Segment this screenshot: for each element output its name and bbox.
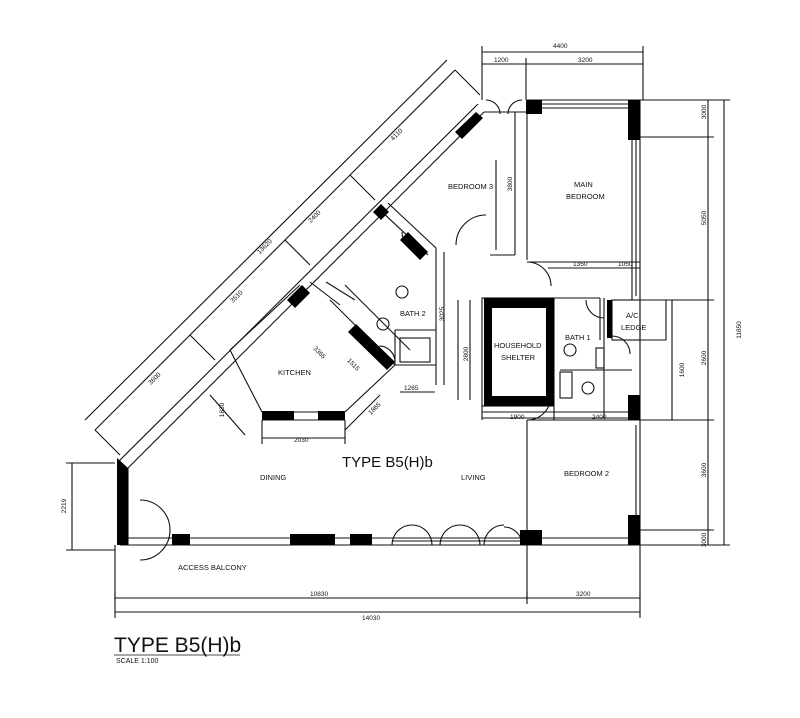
dim-top-total: 4400 [553, 43, 568, 50]
dim-right-3600: 3600 [701, 462, 708, 477]
dim-1265: 1265 [404, 385, 419, 392]
plan-type-label: TYPE B5(H)b [342, 454, 433, 471]
dim-right-2600: 2600 [701, 350, 708, 365]
plan-wall-fills [117, 100, 640, 545]
room-ac-ledge-line2: LEDGE [621, 323, 646, 332]
room-main-bedroom-line2: BEDROOM [566, 192, 605, 201]
dim-10830: 10830 [310, 591, 328, 598]
dim-3025: 3025 [439, 306, 446, 321]
room-ac-ledge-line1: A/C [626, 311, 639, 320]
dim-3800: 3800 [507, 176, 514, 191]
dim-right-5050: 5050 [701, 210, 708, 225]
dim-top-right: 3200 [578, 57, 593, 64]
dim-2030: 2030 [294, 437, 309, 444]
room-household-shelter-line2: SHELTER [501, 353, 536, 362]
dim-right-11850: 11850 [736, 321, 743, 339]
dim-diag-4110: 4110 [390, 127, 405, 142]
room-household-shelter-line1: HOUSEHOLD [494, 341, 542, 350]
room-main-bedroom-line1: MAIN [574, 180, 593, 189]
dim-3200-bottom: 3200 [576, 591, 591, 598]
drawing-scale: SCALE 1:100 [116, 658, 159, 665]
dim-1865: 1865 [367, 401, 382, 416]
room-dining: DINING [260, 473, 286, 482]
room-access-balcony: ACCESS BALCONY [178, 563, 247, 572]
room-bath-1: BATH 1 [565, 333, 591, 342]
dim-diag-2400: 2400 [307, 209, 322, 224]
dim-1350: 1350 [573, 261, 588, 268]
dim-1050: 1050 [618, 261, 633, 268]
dim-1900: 1900 [510, 414, 525, 421]
dim-right-3000-top: 3000 [701, 104, 708, 119]
dim-2800: 2800 [463, 346, 470, 361]
dim-diag-3600: 3600 [147, 371, 162, 386]
room-bath-2: BATH 2 [400, 309, 426, 318]
dim-2400-bottom: 2400 [592, 414, 607, 421]
room-bedroom-2: BEDROOM 2 [564, 469, 609, 478]
dim-1830: 1830 [219, 402, 226, 417]
dim-right-1600: 1600 [679, 362, 686, 377]
dim-diag-3510: 3510 [229, 289, 244, 304]
drawing-title: TYPE B5(H)b [114, 634, 241, 657]
dim-right-3000-bottom: 3000 [701, 532, 708, 547]
room-living: LIVING [461, 473, 486, 482]
room-bedroom-3: BEDROOM 3 [448, 182, 493, 191]
room-kitchen: KITCHEN [278, 368, 311, 377]
dim-14030: 14030 [362, 615, 380, 622]
dim-2219: 2219 [61, 498, 68, 513]
dim-1515: 1515 [345, 357, 360, 372]
dim-top-left: 1200 [494, 57, 509, 64]
plan-linework [66, 46, 730, 618]
dim-3365: 3365 [311, 345, 326, 360]
